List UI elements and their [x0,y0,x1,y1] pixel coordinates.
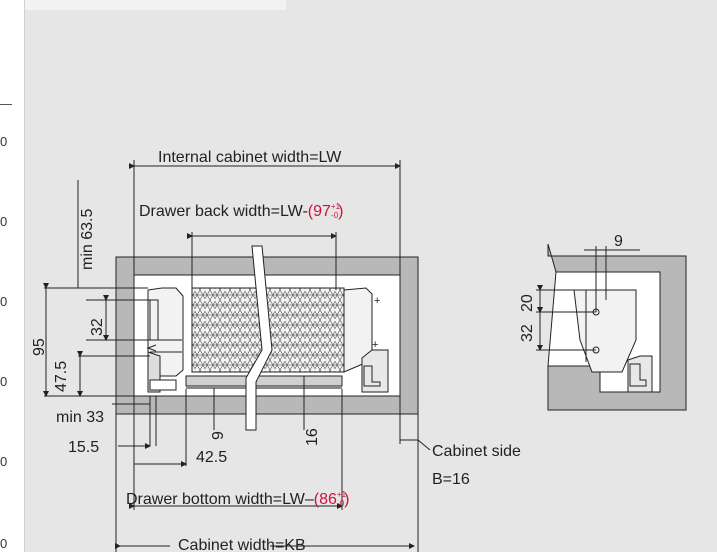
left-number: 0 [0,294,8,309]
label-47-5: 47.5 [53,361,70,392]
label-cabinet-side: Cabinet side [432,443,521,460]
label-cabinet-side-b: B=16 [432,471,470,488]
left-number: 0 [0,214,8,229]
svg-text:+: + [372,339,378,351]
label-min-33: min 33 [56,409,104,426]
left-panel: 0 0 0 0 0 0 [0,0,25,552]
label-16: 16 [304,428,321,446]
drawer-bottom [185,375,343,387]
svg-text:+: + [374,295,380,307]
label-42-5: 42.5 [196,449,227,466]
label-min-63-5: min 63.5 [79,209,96,270]
drawer-bottom-close: ) [344,491,349,508]
drawer-bottom-dash: – [305,491,314,508]
label-cabinet-width: Cabinet width=KB [178,537,306,552]
drawer-bottom-tol-plus: +1 [337,490,347,499]
left-rule [0,104,12,105]
drawer-back-prefix: Drawer back width=LW- [139,203,308,220]
drawer-back-close: ) [338,203,343,220]
drawer-back-tol-plus: +1 [331,202,341,211]
label-95: 95 [31,338,48,356]
side-label-9: 9 [614,233,623,250]
label-15-5: 15.5 [68,439,99,456]
left-number: 0 [0,134,8,149]
label-32: 32 [89,318,106,336]
side-section [536,243,687,411]
label-drawer-bottom: Drawer bottom width=LW–(86+1-0) [126,490,349,508]
label-internal-width: Internal cabinet width=LW [158,149,342,166]
break-band [245,245,273,431]
left-number: 0 [0,536,8,551]
drawer-back-value: (97 [308,203,331,220]
top-strip [24,0,286,10]
label-drawer-back: Drawer back width=LW-(97+1-0) [139,202,344,220]
drawer-bottom-prefix: Drawer bottom width=LW [126,491,306,508]
drawer-bottom-value: (86 [314,491,337,508]
drawer-back-tol-minus: -0 [331,211,339,220]
cabinet-section: + + [115,245,419,431]
drawer-bottom-tol-minus: -0 [337,499,345,508]
left-number: 0 [0,374,8,389]
label-9: 9 [210,431,227,440]
side-label-20: 20 [519,294,536,312]
left-number: 0 [0,454,8,469]
side-label-32: 32 [519,324,536,342]
